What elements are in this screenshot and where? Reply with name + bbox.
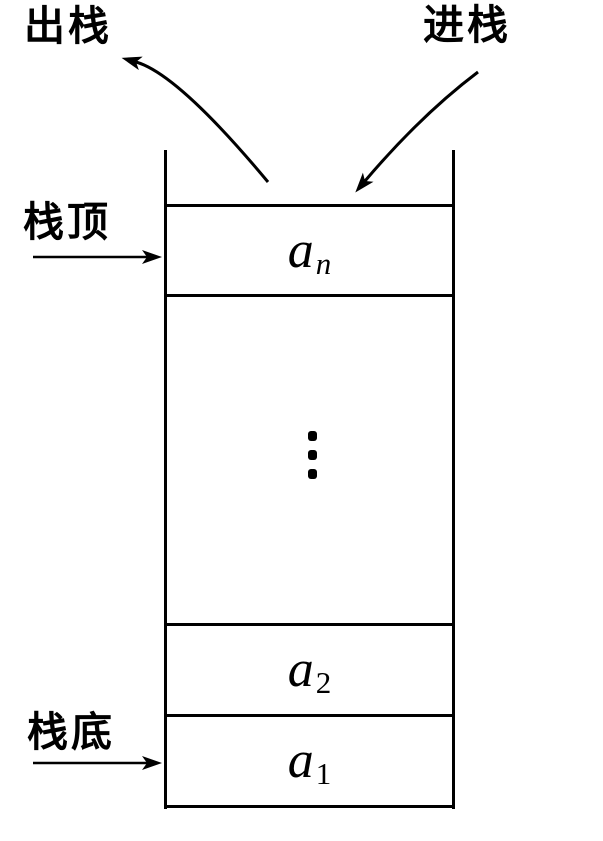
stack-right-wall	[452, 150, 455, 809]
push-arrow	[355, 70, 479, 193]
stack-top-label: 栈顶	[23, 199, 111, 245]
cell-a1-base: a	[287, 732, 314, 789]
cell-an-base: a	[287, 222, 314, 279]
pop-label: 出栈	[24, 3, 112, 49]
pop-arrow	[121, 56, 270, 183]
stack-left-wall	[164, 150, 167, 809]
stack-bottom-label: 栈底	[27, 709, 115, 755]
vertical-ellipsis-icon	[308, 431, 317, 479]
stack-line-bottom-of-an	[164, 294, 455, 297]
stack-line-bottom	[164, 805, 455, 808]
cell-a2-subscript: 2	[315, 664, 332, 700]
stack-line-top-of-an	[164, 204, 455, 207]
cell-a2-base: a	[287, 641, 314, 698]
stack-line-top-of-a2	[164, 623, 455, 626]
cell-an-subscript: n	[315, 245, 332, 281]
stack-line-top-of-a1	[164, 714, 455, 717]
push-label: 进栈	[423, 2, 511, 48]
cell-a1-subscript: 1	[315, 755, 332, 791]
